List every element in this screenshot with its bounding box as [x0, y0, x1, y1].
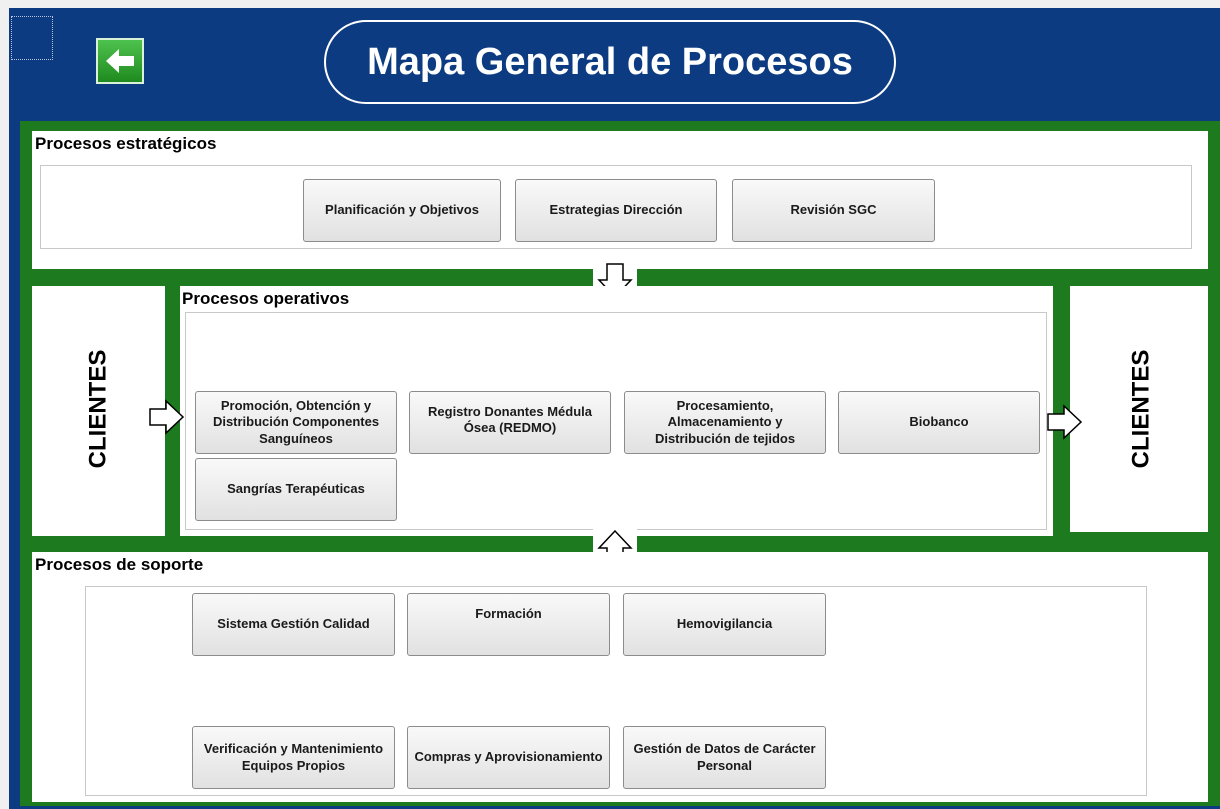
left-strip: [0, 0, 9, 809]
estrategias-button[interactable]: Estrategias Dirección: [515, 179, 717, 242]
strategic-box: Planificación y Objetivos Estrategias Di…: [40, 165, 1192, 249]
sangrias-button[interactable]: Sangrías Terapéuticas: [195, 458, 397, 521]
top-strip: [0, 0, 1220, 8]
redmo-button[interactable]: Registro Donantes Médula Ósea (REDMO): [409, 391, 611, 454]
operative-title: Procesos operativos: [182, 289, 350, 308]
clients-right-panel: CLIENTES: [1070, 286, 1208, 532]
sistema-gestion-calidad-button[interactable]: Sistema Gestión Calidad: [192, 593, 395, 656]
focus-placeholder: [11, 16, 53, 60]
right-arrow-out-icon: [1047, 404, 1083, 440]
hemovigilancia-button[interactable]: Hemovigilancia: [623, 593, 826, 656]
planificacion-button[interactable]: Planificación y Objetivos: [303, 179, 501, 242]
support-panel: Procesos de soporte Sistema Gestión Cali…: [32, 552, 1208, 802]
compras-button[interactable]: Compras y Aprovisionamiento: [407, 726, 610, 789]
page-title: Mapa General de Procesos: [324, 20, 896, 104]
formacion-button[interactable]: Formación: [407, 593, 610, 656]
promocion-button[interactable]: Promoción, Obtención y Distribución Comp…: [195, 391, 397, 454]
revision-sgc-button[interactable]: Revisión SGC: [732, 179, 935, 242]
right-arrow-in-icon: [149, 399, 185, 435]
clients-left-label: CLIENTES: [84, 349, 112, 469]
procesamiento-button[interactable]: Procesamiento, Almacenamiento y Distribu…: [624, 391, 826, 454]
arrow-left-icon: [106, 49, 134, 73]
back-button[interactable]: [96, 38, 144, 84]
support-box: Sistema Gestión Calidad Formación Hemovi…: [85, 586, 1147, 796]
biobanco-button[interactable]: Biobanco: [838, 391, 1040, 454]
strategic-panel: Procesos estratégicos Planificación y Ob…: [32, 131, 1208, 269]
operative-panel: Procesos operativos Promoción, Obtención…: [180, 286, 1053, 536]
process-map-frame: Procesos estratégicos Planificación y Ob…: [20, 121, 1220, 806]
gestion-datos-button[interactable]: Gestión de Datos de Carácter Personal: [623, 726, 826, 789]
support-title: Procesos de soporte: [35, 555, 204, 574]
operative-box: Promoción, Obtención y Distribución Comp…: [185, 312, 1047, 530]
clients-left-panel: CLIENTES: [32, 286, 165, 536]
clients-right-label: CLIENTES: [1127, 349, 1155, 469]
verificacion-button[interactable]: Verificación y Mantenimiento Equipos Pro…: [192, 726, 395, 789]
strategic-title: Procesos estratégicos: [35, 134, 217, 153]
